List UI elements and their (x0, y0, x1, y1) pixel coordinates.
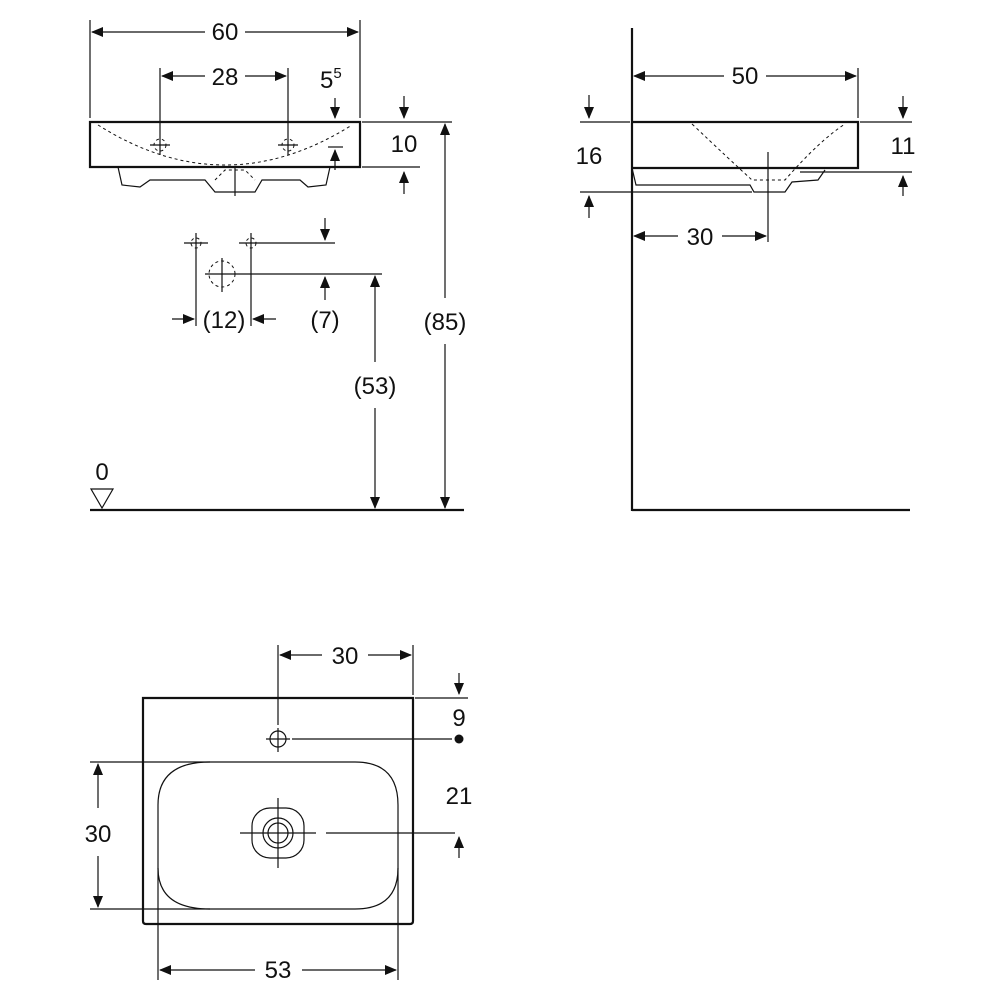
dim-width-total: 60 (212, 19, 239, 46)
tap-reference-dot (454, 734, 464, 744)
dim-supply-drop: (7) (310, 307, 339, 334)
top-tap-hole (266, 728, 290, 752)
dim-basin-width: 53 (265, 957, 292, 984)
front-tap-hole-left (150, 135, 170, 155)
dim-rim-thickness-left: 16 (576, 143, 603, 170)
dim-total-height: (85) (424, 309, 467, 336)
floor-level-label: 0 (95, 459, 108, 486)
top-basin-outline (141, 696, 415, 926)
dim-rim-thickness-right: 11 (891, 133, 916, 160)
dim-drain-offset: 30 (687, 224, 714, 251)
dim-edge-offset: 55 (320, 65, 342, 94)
top-drain (240, 798, 316, 868)
side-basin-underside (631, 167, 826, 193)
dim-supply-spacing: (12) (203, 307, 246, 334)
dim-tap-from-back: 9 (452, 705, 465, 732)
waste-connection (205, 258, 240, 292)
dim-tap-offset: 30 (332, 643, 359, 670)
side-view: 50 16 11 30 (576, 28, 916, 512)
dim-tap-spacing: 28 (212, 64, 239, 91)
front-basin-outline (88, 120, 362, 169)
top-view: 30 9 21 30 53 (85, 643, 473, 984)
dim-depth: 50 (732, 63, 759, 90)
floor-level-marker (89, 488, 115, 510)
dim-supply-height: (53) (354, 373, 397, 400)
dim-basin-depth: 30 (85, 821, 112, 848)
front-view: 60 28 55 10 (88, 19, 467, 512)
front-bowl-hidden-line (97, 124, 353, 166)
supply-connection-right (239, 233, 265, 253)
dim-drain-from-tap: 21 (446, 783, 473, 810)
supply-connection-left (184, 233, 208, 253)
dim-rim-height: 10 (391, 131, 418, 158)
side-basin-outline (632, 120, 860, 170)
front-tap-hole-right (278, 135, 298, 155)
